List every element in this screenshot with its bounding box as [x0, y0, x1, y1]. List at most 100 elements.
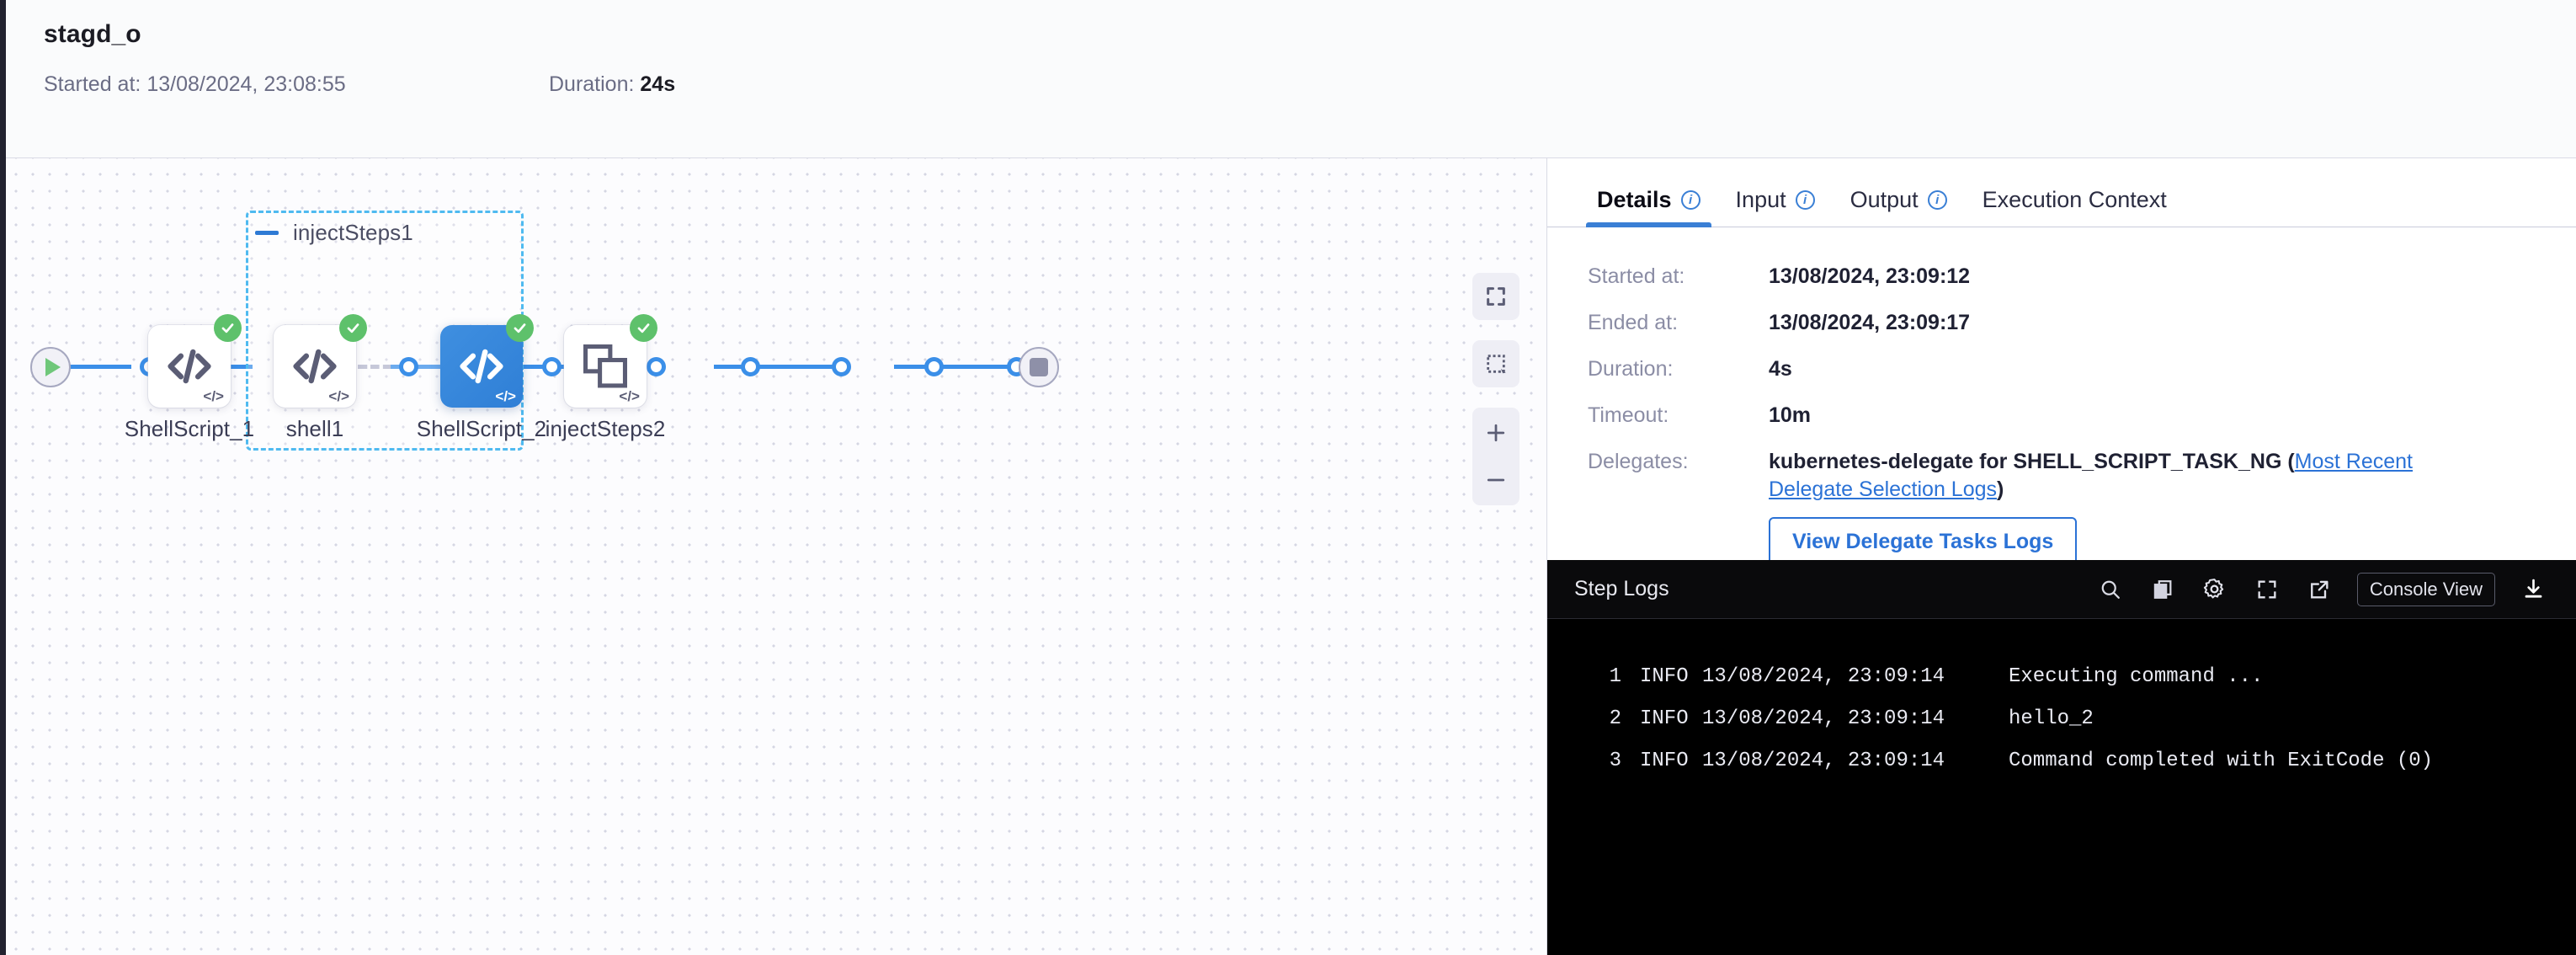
detail-row-started-at: Started at: 13/08/2024, 23:09:12 [1588, 263, 2576, 291]
search-glyph [2101, 580, 2120, 599]
step-logs-panel: Step Logs [1547, 560, 2576, 955]
node-body[interactable]: </> [274, 314, 367, 408]
copy-icon[interactable] [2148, 575, 2177, 604]
detail-row-timeout: Timeout: 10m [1588, 402, 2576, 429]
selection-box-button[interactable] [1472, 340, 1520, 387]
node-type-icon: </> [328, 388, 349, 404]
log-line-number: 1 [1609, 665, 1621, 688]
status-badge-success [506, 314, 534, 342]
node-body[interactable]: </> [564, 314, 657, 408]
log-level: INFO [1640, 749, 1689, 772]
tab-bar: Details i Input i Output i Execution Con… [1547, 158, 2576, 227]
zoom-out-button[interactable] [1472, 456, 1520, 504]
download-glyph [2525, 579, 2541, 598]
started-at-meta: Started at: 13/08/2024, 23:08:55 [44, 72, 372, 97]
delegate-selection-logs-link[interactable]: Most Recent Delegate Selection Logs [1769, 450, 2414, 501]
port-injectsteps2-in[interactable] [832, 357, 851, 376]
status-badge-success [214, 314, 242, 342]
detail-row-duration: Duration: 4s [1588, 355, 2576, 383]
gear-icon[interactable] [2201, 575, 2229, 604]
external-link-glyph [2310, 580, 2329, 598]
fit-to-screen-button[interactable] [1472, 273, 1520, 320]
log-timestamp: 13/08/2024, 23:09:14 [1702, 707, 1945, 730]
zoom-in-button[interactable] [1472, 409, 1520, 456]
detail-key: Duration: [1588, 357, 1674, 381]
console-view-button[interactable]: Console View [2356, 572, 2495, 606]
tab-label: Details [1597, 187, 1672, 212]
search-icon[interactable] [2096, 575, 2125, 604]
log-timestamp: 13/08/2024, 23:09:14 [1702, 749, 1945, 772]
detail-key: Ended at: [1588, 311, 1679, 334]
port-shellscript2-out[interactable] [741, 357, 760, 376]
tab-details[interactable]: Details i [1579, 187, 1718, 227]
info-icon[interactable]: i [1680, 190, 1700, 210]
external-link-icon[interactable] [2305, 575, 2334, 604]
details-panel: Details i Input i Output i Execution Con… [1546, 158, 2576, 955]
step-logs-title: Step Logs [1574, 577, 1669, 600]
zoom-controls [1472, 408, 1520, 505]
node-injectsteps2[interactable]: </> injectSteps2 [546, 314, 665, 441]
detail-value: 4s [1769, 357, 1792, 381]
log-message: hello_2 [2009, 707, 2094, 730]
download-icon[interactable] [2519, 575, 2547, 604]
node-body[interactable]: </> [440, 314, 534, 408]
step-logs-actions: Console View [2096, 572, 2547, 606]
delegates-text: kubernetes-delegate for SHELL_SCRIPT_TAS… [1769, 450, 2295, 473]
play-icon [45, 358, 61, 376]
detail-key: Started at: [1588, 264, 1685, 288]
port-injectsteps2-out[interactable] [924, 357, 944, 376]
node-body[interactable]: </> [148, 314, 242, 408]
fullscreen-icon [1487, 287, 1505, 306]
marquee-select-icon [1487, 355, 1506, 374]
edge-group-out [391, 365, 461, 369]
tab-output[interactable]: Output i [1833, 187, 1965, 227]
port-group-out[interactable] [542, 357, 562, 376]
plus-icon [1487, 424, 1505, 442]
detail-key: Timeout: [1588, 403, 1669, 427]
details-content: Started at: 13/08/2024, 23:09:12 Ended a… [1547, 227, 2576, 567]
end-node[interactable] [1019, 347, 1059, 387]
port-shell1-in[interactable] [399, 357, 418, 376]
log-line-number: 2 [1609, 707, 1621, 730]
header-meta: Started at: 13/08/2024, 23:08:55 Duratio… [44, 72, 2576, 97]
fullscreen-glyph [2258, 580, 2276, 598]
node-type-icon: </> [203, 388, 224, 404]
view-delegate-tasks-logs-button[interactable]: View Delegate Tasks Logs [1769, 517, 2078, 567]
tab-execution-context[interactable]: Execution Context [1965, 187, 2185, 227]
check-icon [514, 323, 526, 333]
code-icon [460, 349, 503, 384]
tab-label: Input [1735, 187, 1786, 212]
node-label: shell1 [285, 416, 344, 441]
detail-row-ended-at: Ended at: 13/08/2024, 23:09:17 [1588, 309, 2576, 337]
node-shellscript-1[interactable]: </> ShellScript_1 [125, 314, 254, 441]
stop-icon [1030, 358, 1048, 376]
log-level: INFO [1640, 707, 1689, 730]
execution-header: stagd_o Started at: 13/08/2024, 23:08:55… [0, 0, 2576, 158]
start-node[interactable] [30, 347, 71, 387]
step-group-label: injectSteps1 [293, 220, 413, 245]
check-icon [347, 323, 359, 333]
page-title: stagd_o [44, 20, 141, 48]
minus-icon [1487, 478, 1505, 482]
log-line: 1 INFO 13/08/2024, 23:09:14 Executing co… [1547, 656, 2576, 698]
pipeline-canvas[interactable]: injectSteps1 [0, 158, 1546, 955]
detail-value: kubernetes-delegate for SHELL_SCRIPT_TAS… [1769, 448, 2442, 567]
port-shellscript2-in[interactable] [647, 357, 666, 376]
step-group-header[interactable]: injectSteps1 [255, 220, 413, 246]
info-icon[interactable]: i [1795, 190, 1815, 210]
minus-icon[interactable] [255, 231, 279, 235]
tab-label: Output [1850, 187, 1919, 212]
node-shell1[interactable]: </> shell1 [274, 314, 367, 441]
step-logs-output[interactable]: 1 INFO 13/08/2024, 23:09:14 Executing co… [1547, 619, 2576, 955]
step-logs-toolbar: Step Logs [1547, 560, 2576, 619]
log-message: Command completed with ExitCode (0) [2009, 749, 2434, 772]
status-badge-success [630, 314, 657, 342]
left-edge-strip [0, 0, 6, 955]
node-shellscript-2[interactable]: </> ShellScript_2 [417, 314, 546, 441]
log-line: 3 INFO 13/08/2024, 23:09:14 Command comp… [1547, 740, 2576, 782]
info-icon[interactable]: i [1927, 190, 1947, 210]
tab-input[interactable]: Input i [1718, 187, 1833, 227]
fullscreen-icon[interactable] [2253, 575, 2281, 604]
log-level: INFO [1640, 665, 1689, 688]
